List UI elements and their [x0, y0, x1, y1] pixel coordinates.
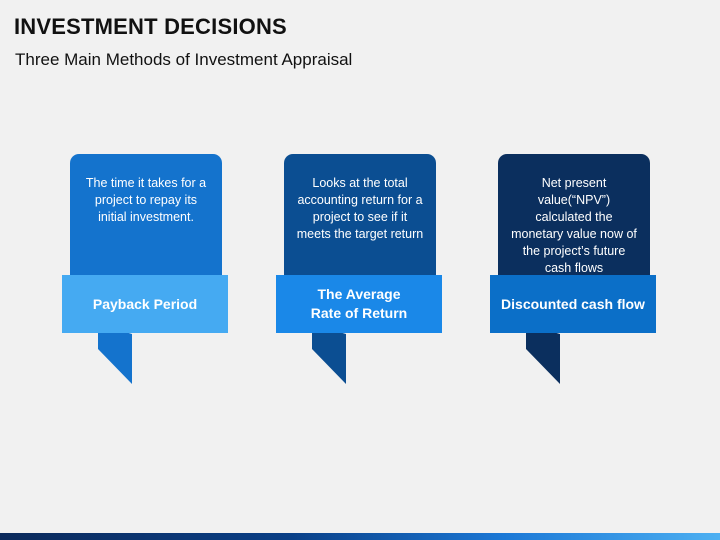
card-label-line1: The Average	[317, 286, 401, 302]
card-label-ribbon: The Average Rate of Return	[276, 275, 442, 333]
card-description: Net present value(“NPV”) calculated the …	[511, 176, 637, 275]
card-label-line2: Rate of Return	[310, 305, 408, 321]
method-card-discounted-cash-flow: Net present value(“NPV”) calculated the …	[490, 154, 656, 394]
card-label-line1: Payback Period	[92, 295, 198, 312]
method-card-average-rate: Looks at the total accounting return for…	[276, 154, 442, 394]
card-label-ribbon: Discounted cash flow	[490, 275, 656, 333]
card-label-line1: Discounted cash flow	[501, 295, 645, 312]
page-title: INVESTMENT DECISIONS	[14, 14, 287, 39]
card-description-panel: Looks at the total accounting return for…	[284, 154, 436, 276]
card-description-panel: The time it takes for a project to repay…	[70, 154, 222, 276]
page-subtitle: Three Main Methods of Investment Apprais…	[15, 50, 353, 69]
method-card-payback: The time it takes for a project to repay…	[62, 154, 228, 394]
card-description: The time it takes for a project to repay…	[85, 176, 207, 224]
footer-accent-bar	[0, 533, 720, 540]
card-description: Looks at the total accounting return for…	[296, 176, 424, 241]
card-label-ribbon: Payback Period	[62, 275, 228, 333]
card-description-panel: Net present value(“NPV”) calculated the …	[498, 154, 650, 276]
